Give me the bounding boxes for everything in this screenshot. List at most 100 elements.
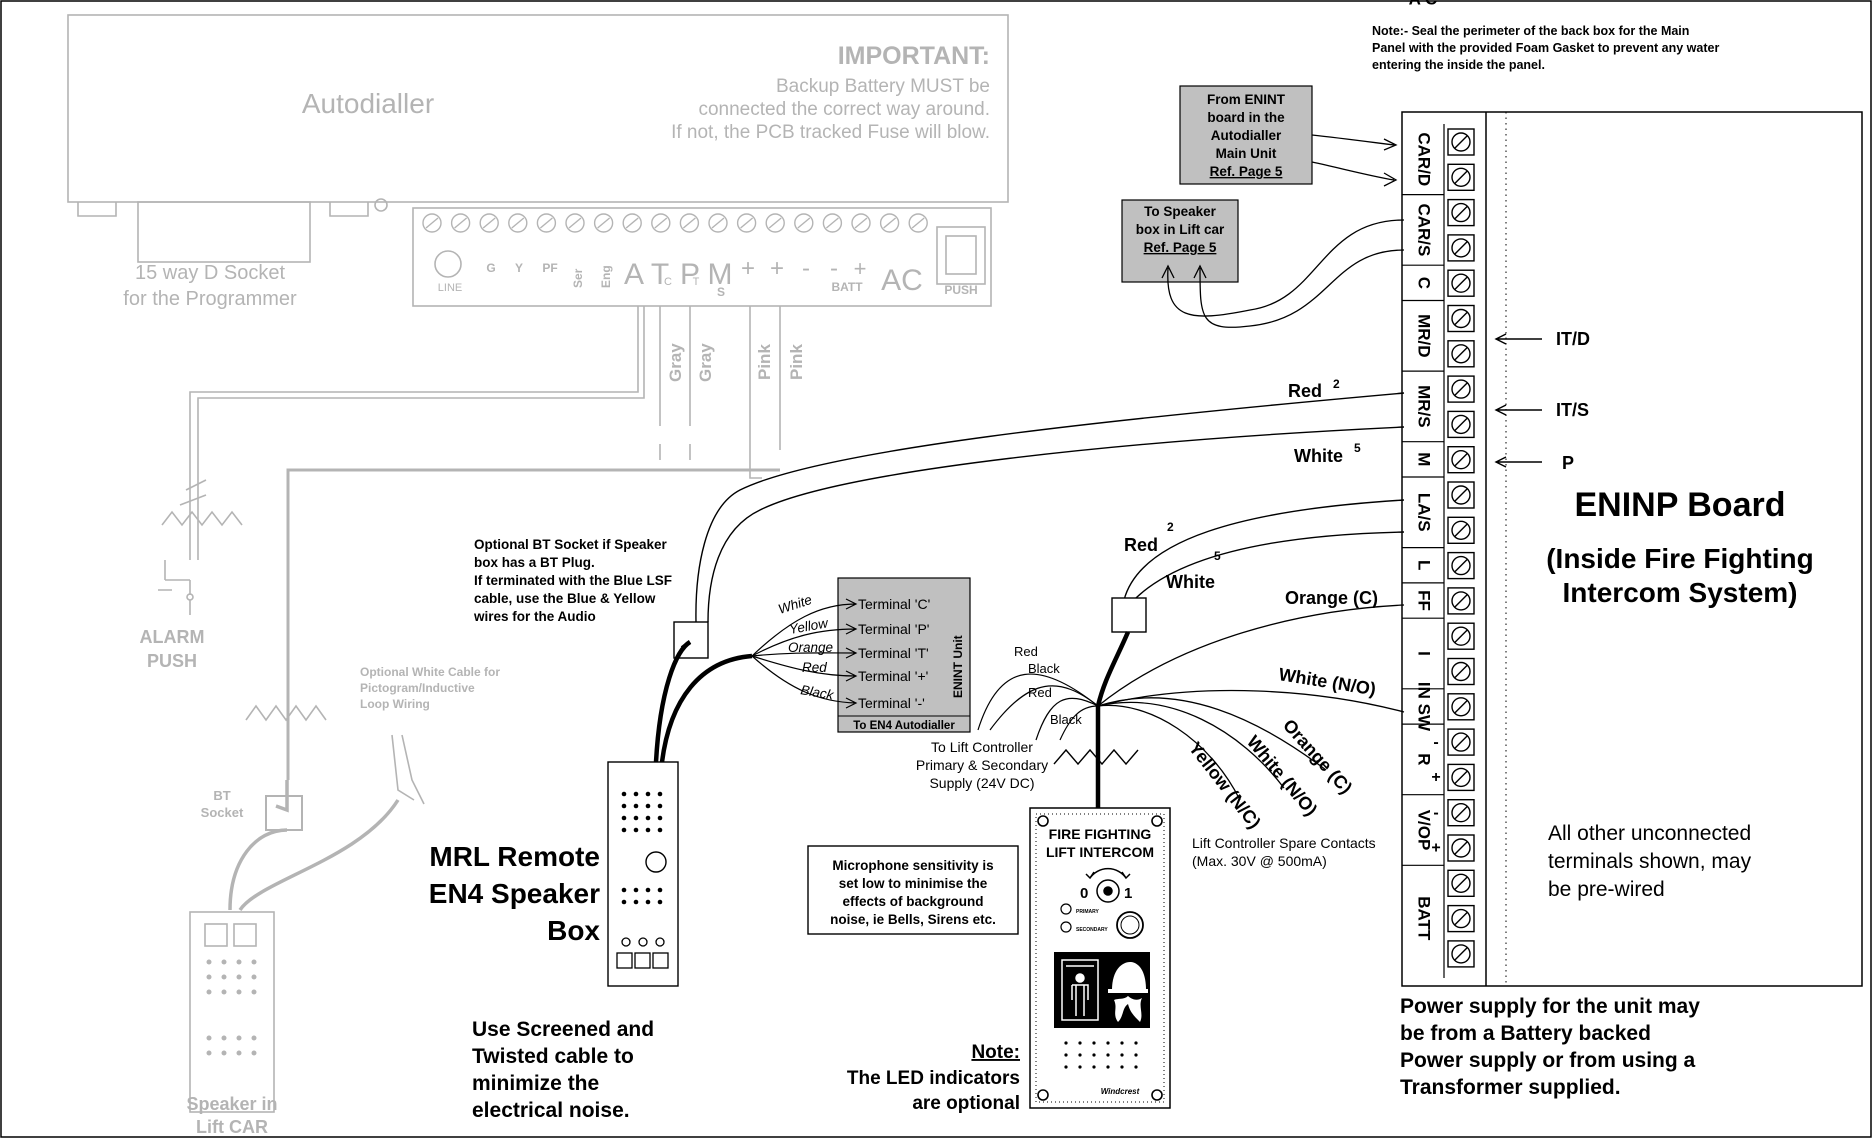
mrl-leds bbox=[616, 937, 669, 969]
note-top-2: Panel with the provided Foam Gasket to p… bbox=[1372, 41, 1719, 55]
svg-text:wires for the Audio: wires for the Audio bbox=[473, 609, 596, 624]
svg-text:T: T bbox=[651, 258, 669, 291]
to-speaker-2: box in Lift car bbox=[1136, 222, 1225, 237]
intercom-cables bbox=[1095, 631, 1131, 808]
svg-text:P: P bbox=[680, 258, 700, 291]
note-top-1: Note:- Seal the perimeter of the back bo… bbox=[1372, 24, 1689, 38]
svg-text:+: + bbox=[770, 255, 784, 282]
lift-supply-1: To Lift Controller bbox=[931, 739, 1033, 755]
mic-3: effects of background bbox=[842, 894, 983, 909]
eninp-terminal-label: MR/S bbox=[1415, 385, 1434, 428]
intercom-brand: Windcrest bbox=[1101, 1087, 1140, 1096]
bt-socket-label-2: Socket bbox=[201, 805, 244, 820]
wire-orange-ff: Orange (C) bbox=[1285, 588, 1378, 608]
white-cable-ends bbox=[391, 734, 425, 805]
eninp-screws bbox=[1402, 128, 1475, 968]
bt-socket-plug bbox=[680, 640, 692, 650]
svg-text:AC: AC bbox=[881, 264, 923, 297]
eninp-board bbox=[1401, 111, 1863, 987]
spare-contacts-2: (Max. 30V @ 500mA) bbox=[1192, 853, 1327, 869]
bt-socket-note: Optional BT Socket if Speaker box has a … bbox=[473, 537, 672, 624]
svg-text:-: - bbox=[830, 255, 838, 282]
wire-white-no: White (N/O) bbox=[1277, 664, 1377, 699]
white-cable-note-2: Pictogram/Inductive bbox=[360, 681, 475, 695]
side-label-itd: IT/D bbox=[1556, 329, 1590, 349]
svg-text:G: G bbox=[486, 261, 495, 275]
svg-text:Y: Y bbox=[515, 261, 523, 275]
primary-led bbox=[1060, 903, 1072, 915]
svg-text:S: S bbox=[717, 285, 725, 299]
primary-label: PRIMARY bbox=[1076, 909, 1100, 915]
switch-1: 1 bbox=[1124, 885, 1132, 902]
svg-text:box has a BT Plug.: box has a BT Plug. bbox=[474, 555, 595, 570]
eninp-terminal-label: CAR/D bbox=[1415, 132, 1434, 186]
mic-4: noise, ie Bells, Sirens etc. bbox=[830, 912, 996, 927]
svg-text:LINE: LINE bbox=[438, 282, 462, 294]
enint-wire-orange: Orange bbox=[788, 640, 833, 655]
svg-text:Gray: Gray bbox=[696, 343, 715, 382]
svg-text:Gray: Gray bbox=[666, 343, 685, 382]
white-cable-note-1: Optional White Cable for bbox=[360, 665, 500, 679]
intercom-speaker-dots bbox=[1064, 1041, 1138, 1069]
side-label-its: IT/S bbox=[1556, 400, 1589, 420]
spare-contacts-1: Lift Controller Spare Contacts bbox=[1192, 835, 1376, 851]
dsocket-line-2: for the Programmer bbox=[123, 288, 297, 310]
eninp-terminal-label: M bbox=[1415, 452, 1434, 466]
svg-text:PF: PF bbox=[542, 261, 557, 275]
mrl-line-2: EN4 Speaker bbox=[429, 878, 600, 909]
led-note-title: Note: bbox=[971, 1042, 1020, 1063]
autodialler-screws bbox=[422, 213, 928, 233]
bell-flame-icon bbox=[1108, 962, 1148, 1022]
side-arrows bbox=[1494, 333, 1542, 468]
enint-wires bbox=[751, 598, 858, 709]
eninp-note-1: All other unconnected bbox=[1548, 822, 1751, 845]
supply-wire-red2: Red bbox=[1028, 685, 1052, 700]
power-2: be from a Battery backed bbox=[1400, 1022, 1651, 1045]
screened-4: electrical noise. bbox=[472, 1099, 630, 1122]
eninp-terminal-label: V/OP bbox=[1415, 810, 1434, 851]
wire-red-la: Red bbox=[1124, 535, 1158, 555]
switch-0: 0 bbox=[1080, 885, 1088, 902]
enint-unit-title: ENINT Unit bbox=[951, 635, 965, 698]
eninp-terminal-label: CAR/S bbox=[1415, 203, 1434, 256]
svg-text:Pink: Pink bbox=[755, 344, 774, 380]
microphone-box bbox=[807, 845, 1019, 935]
eninp-terminal-label: C bbox=[1415, 277, 1434, 289]
to-speaker-box bbox=[1121, 199, 1239, 283]
svg-text:Terminal '+': Terminal '+' bbox=[858, 668, 928, 684]
autodialler-unit bbox=[67, 14, 1009, 307]
screened-3: minimize the bbox=[472, 1072, 599, 1095]
mr-wires bbox=[695, 392, 1405, 623]
mic-2: set low to minimise the bbox=[839, 876, 988, 891]
eninp-sub-1: (Inside Fire Fighting bbox=[1546, 543, 1814, 574]
key-switch-icon bbox=[1085, 867, 1131, 903]
wire-red-mr: Red bbox=[1288, 381, 1322, 401]
important-line-1: Backup Battery MUST be bbox=[776, 76, 990, 97]
important-line-3: If not, the PCB tracked Fuse will blow. bbox=[671, 122, 990, 143]
svg-text:If terminated with the Blue LS: If terminated with the Blue LSF bbox=[474, 573, 672, 588]
svg-text:T: T bbox=[693, 276, 700, 288]
mrl-speaker-box bbox=[607, 761, 679, 987]
eninp-terminal-label: FF bbox=[1415, 590, 1434, 611]
svg-text:C: C bbox=[664, 276, 672, 288]
led-note-1: The LED indicators bbox=[847, 1068, 1020, 1089]
lift-supply-2: Primary & Secondary bbox=[916, 757, 1048, 773]
gray-pink-labels: Gray Gray Pink Pink bbox=[666, 343, 806, 382]
mrl-line-3: Box bbox=[547, 915, 600, 946]
autodialler-title: Autodialler bbox=[302, 88, 434, 119]
svg-text:BATT: BATT bbox=[831, 280, 863, 294]
car-s-loop-wires bbox=[1161, 219, 1405, 328]
enint-wire-yellow: Yellow bbox=[788, 615, 830, 637]
supply-wires bbox=[977, 673, 1099, 741]
eninp-sign: + bbox=[1431, 769, 1440, 786]
wire-red-mr-sup: 2 bbox=[1333, 377, 1340, 391]
from-enint-4: Main Unit bbox=[1216, 146, 1277, 161]
call-button-inner bbox=[1120, 915, 1140, 935]
to-speaker-ref: Ref. Page 5 bbox=[1144, 240, 1217, 255]
white-cable-note-3: Loop Wiring bbox=[360, 697, 430, 711]
secondary-led bbox=[1060, 921, 1072, 933]
junction-box bbox=[1111, 597, 1147, 633]
lift-car-speaker-dots bbox=[206, 959, 257, 1056]
svg-text:Terminal 'P': Terminal 'P' bbox=[858, 621, 929, 637]
